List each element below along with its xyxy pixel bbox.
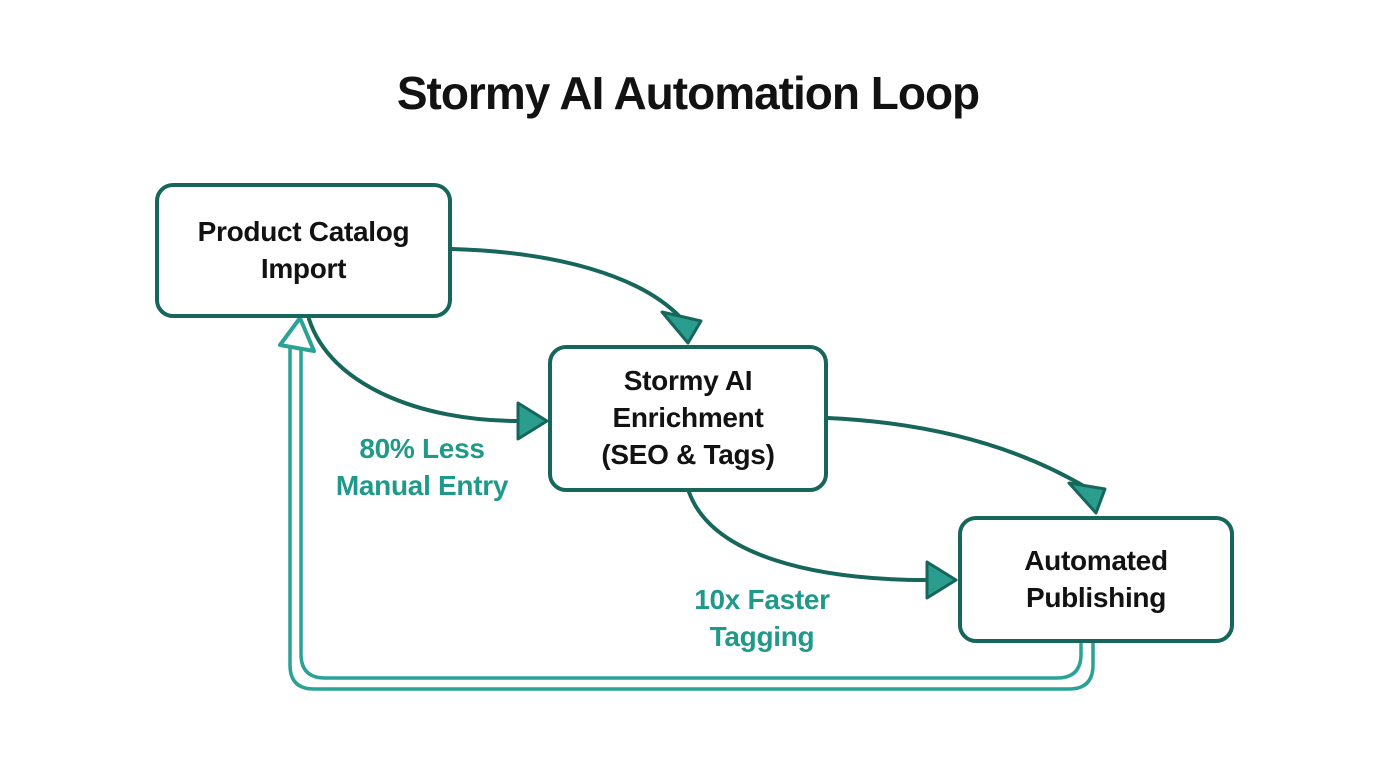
arrowhead-icon (660, 310, 703, 345)
edge-curve (826, 416, 1089, 490)
diagram-title: Stormy AI Automation Loop (396, 67, 980, 119)
edge-label-line: 80% Less (359, 433, 485, 464)
loop-outer-line (288, 345, 1095, 691)
arrowhead-icon (925, 560, 958, 600)
edge-enrichment-to-publishing-top (826, 416, 1107, 515)
node-label-line: Product Catalog (197, 215, 410, 247)
edge-enrichment-to-publishing-side (687, 490, 958, 600)
loop-inner-line (299, 348, 1083, 680)
edge-curve (687, 490, 929, 582)
node-stormy-ai-enrichment: Stormy AI Enrichment (SEO & Tags) (548, 345, 828, 492)
node-label-line: (SEO & Tags) (601, 438, 775, 470)
edge-import-to-enrichment-side (307, 317, 549, 441)
edge-label-line: Tagging (709, 620, 815, 652)
node-automated-publishing: Automated Publishing (958, 516, 1234, 643)
node-label-line: Stormy AI (623, 365, 753, 397)
node-product-catalog-import: Product Catalog Import (155, 183, 452, 318)
node-label-line: Automated (1024, 544, 1168, 576)
loop-open-arrowhead-icon (278, 316, 316, 353)
edge-label-manual-entry: 80% Less Manual Entry (292, 431, 552, 505)
edge-label-tagging: 10x Faster Tagging (642, 582, 882, 656)
edge-label-line: 10x Faster (694, 584, 830, 615)
edge-curve (450, 247, 683, 320)
node-label-line: Publishing (1025, 581, 1167, 613)
edge-curve (307, 317, 520, 423)
edge-publishing-to-import-loop (278, 316, 1095, 691)
arrowhead-icon (516, 401, 549, 441)
edge-import-to-enrichment-top (450, 247, 703, 345)
node-label-line: Enrichment (612, 402, 764, 434)
edge-label-line: Manual Entry (335, 469, 509, 501)
arrowhead-icon (1067, 481, 1107, 515)
node-label-line: Import (260, 252, 347, 284)
